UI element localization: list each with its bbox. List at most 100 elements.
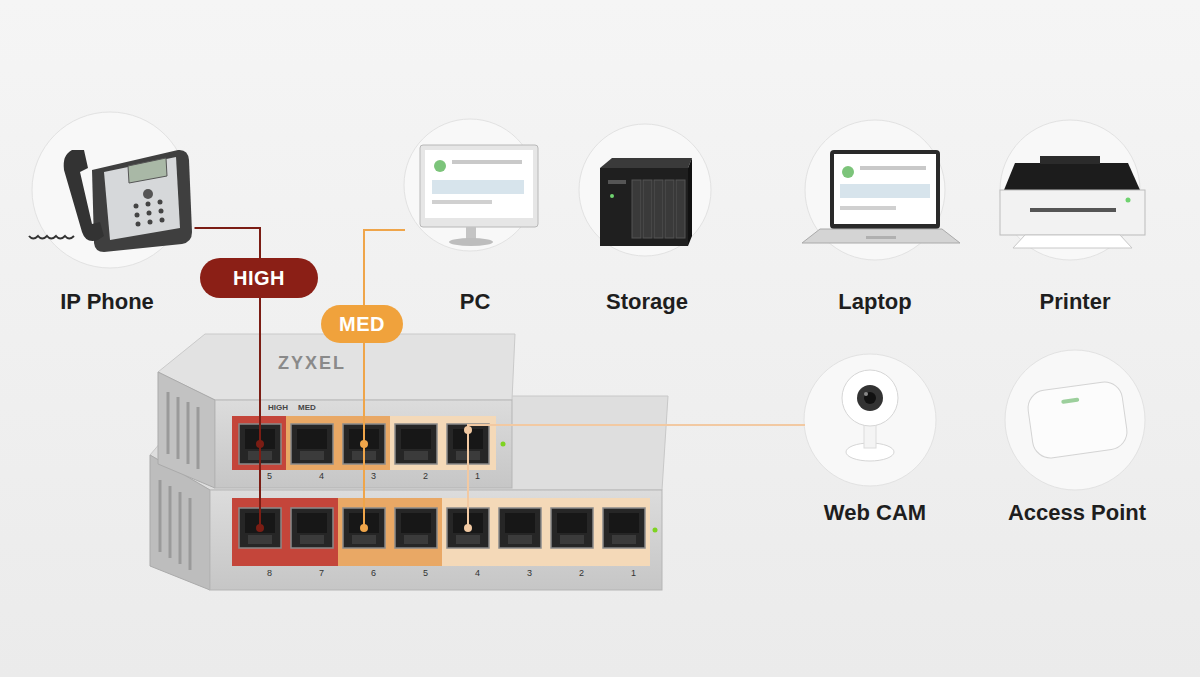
printer-icon	[1000, 120, 1145, 260]
storage-icon-part	[688, 158, 692, 246]
ip-phone-icon-part	[29, 236, 74, 239]
device-node: Web CAM	[800, 350, 950, 528]
small-switch-part	[291, 424, 333, 464]
ip-phone-icon-part	[146, 202, 151, 207]
port-number: 6	[371, 569, 376, 579]
large-switch-part	[442, 498, 650, 566]
large-switch-part	[499, 508, 541, 548]
laptop-icon	[802, 120, 960, 260]
brand-logo: ZYXEL	[278, 354, 346, 374]
pc-icon-part	[434, 160, 446, 172]
large-switch-part	[338, 498, 442, 566]
ip-phone-icon-part	[148, 220, 153, 225]
access-point-icon-part	[1026, 380, 1130, 461]
port-number: 2	[579, 569, 584, 579]
large-switch-part	[169, 486, 172, 558]
port-number: 3	[527, 569, 532, 579]
ip-phone-icon-part	[136, 222, 141, 227]
large-switch-part	[291, 508, 333, 548]
pc-icon-part	[432, 180, 524, 194]
pc-icon-part	[452, 160, 522, 164]
large-switch-part	[210, 490, 662, 590]
node-label: Printer	[1040, 289, 1111, 315]
small-switch-part	[395, 424, 437, 464]
port-dots-part	[256, 524, 264, 532]
webcam-icon	[804, 354, 936, 486]
node-label: Web CAM	[824, 500, 926, 526]
node-label: Laptop	[838, 289, 911, 315]
device-node: PC	[405, 115, 545, 317]
webcam-icon-part	[857, 385, 883, 411]
port-dots-part	[256, 440, 264, 448]
printer-icon-part	[1000, 190, 1145, 235]
laptop-icon-part	[840, 206, 896, 210]
connector-line	[195, 228, 261, 258]
laptop-icon-part	[802, 229, 960, 243]
webcam-icon-part	[864, 424, 876, 448]
device-node: Printer	[995, 115, 1155, 317]
printer-icon-part	[1004, 163, 1140, 190]
large-switch-part	[179, 492, 182, 564]
pc-icon-part	[449, 238, 493, 246]
ip-phone-icon-part	[64, 150, 104, 241]
port-number: 5	[423, 569, 428, 579]
ip-phone-icon-part	[134, 204, 139, 209]
node-label: Storage	[606, 289, 688, 315]
storage-icon-part	[600, 168, 688, 246]
storage-icon-part	[632, 180, 641, 238]
storage-icon-part	[608, 180, 626, 184]
laptop-icon-part	[840, 184, 930, 198]
laptop-icon-part	[842, 166, 854, 178]
small-switch-part	[158, 372, 215, 488]
device-node: Laptop	[795, 115, 955, 317]
ip-phone-icon	[29, 112, 192, 268]
node-label: HIGH	[233, 265, 285, 291]
laptop-icon-part	[830, 150, 940, 229]
port-number: 2	[423, 472, 428, 482]
ip-phone-icon-part	[147, 211, 152, 216]
storage-icon-part	[676, 180, 685, 238]
small-switch-part	[158, 334, 515, 400]
printer-icon-part	[1126, 198, 1131, 203]
laptop-icon-part	[866, 236, 896, 239]
small-switch-part	[197, 407, 200, 469]
port-group-label: HIGH	[268, 404, 288, 413]
port-dots-part	[360, 440, 368, 448]
port-dots-part	[360, 524, 368, 532]
device-node: Storage	[580, 115, 715, 317]
small-switch-part	[177, 397, 180, 459]
port-number: 8	[267, 569, 272, 579]
small-switch	[158, 334, 515, 488]
port-dots	[256, 426, 472, 532]
ip-phone-icon-part	[128, 158, 167, 183]
large-switch-part	[653, 528, 658, 533]
large-switch-part	[159, 480, 162, 552]
pc-icon-part	[432, 200, 492, 204]
port-wires-part	[468, 425, 805, 528]
printer-icon-part	[1013, 235, 1132, 248]
device-node: IP Phone	[20, 105, 195, 317]
storage-icon-part	[643, 180, 652, 238]
storage-icon-part	[654, 180, 663, 238]
port-number: 4	[475, 569, 480, 579]
ip-phone-icon-part	[143, 189, 153, 199]
laptop-icon-part	[834, 154, 936, 224]
device-node: Access Point	[995, 350, 1160, 528]
node-label: PC	[460, 289, 491, 315]
small-switch-part	[167, 392, 170, 454]
port-wires-part	[363, 335, 365, 528]
webcam-icon-part	[804, 354, 936, 486]
priority-pill: HIGH	[200, 258, 318, 298]
access-point-icon	[1005, 350, 1145, 490]
priority-pill: MED	[321, 305, 403, 343]
storage-icon-part	[579, 124, 711, 256]
large-switch-part	[232, 498, 338, 566]
storage-icon-part	[600, 158, 692, 168]
pc-icon-part	[425, 150, 533, 218]
ip-phone-icon-part	[92, 150, 192, 252]
ip-phone-icon-part	[104, 157, 180, 240]
port-dots-part	[464, 524, 472, 532]
